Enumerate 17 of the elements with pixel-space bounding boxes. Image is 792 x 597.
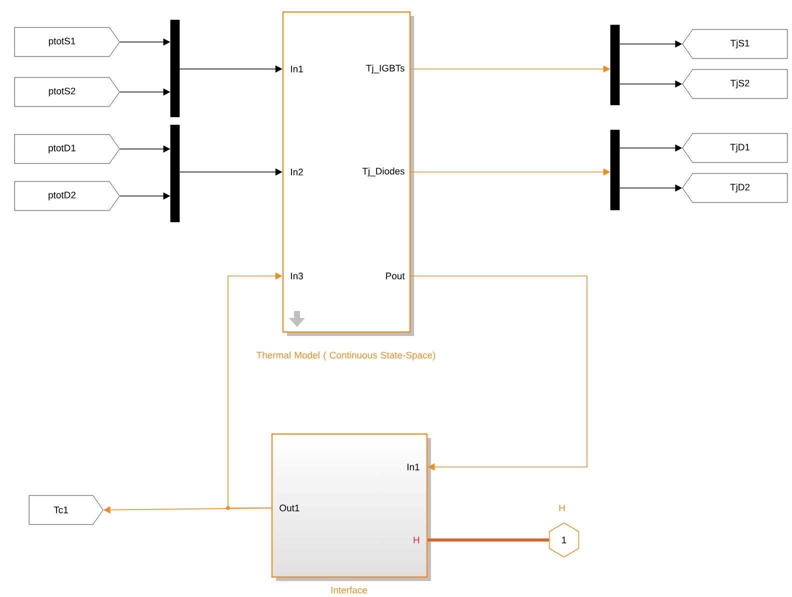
tag-block: ptotD2 xyxy=(14,181,120,211)
tag-block: TjD1 xyxy=(682,133,788,163)
thick-connection xyxy=(428,538,549,542)
block-caption: Interface xyxy=(331,586,367,594)
block-caption: Thermal Model ( Continuous State-Space) xyxy=(256,352,436,360)
signal-line xyxy=(410,276,588,471)
tag-block: TjS2 xyxy=(682,69,788,99)
connection-port: 1 xyxy=(548,522,580,558)
mux-bar xyxy=(610,24,620,106)
tag-block: TjS1 xyxy=(682,29,788,59)
tag-block: ptotS2 xyxy=(14,77,120,107)
tag-block: ptotD1 xyxy=(14,134,120,164)
tag-block: TjD2 xyxy=(682,173,788,203)
tag-block: Tc1 xyxy=(28,495,104,525)
mux-bar xyxy=(610,130,620,210)
tag-block: ptotS1 xyxy=(14,27,120,57)
port-name: H xyxy=(559,504,565,512)
